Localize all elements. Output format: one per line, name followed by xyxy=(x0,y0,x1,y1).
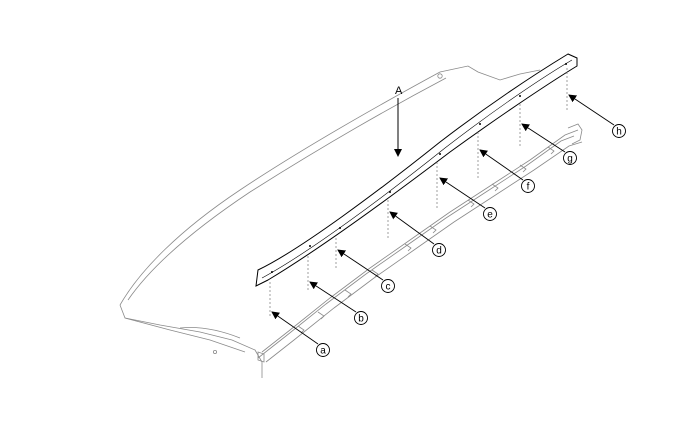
svg-text:b: b xyxy=(358,314,364,325)
svg-text:c: c xyxy=(386,282,391,293)
callout-d: d xyxy=(389,211,446,257)
label-a-group: A xyxy=(394,85,403,157)
callout-e: e xyxy=(439,177,497,221)
svg-text:h: h xyxy=(616,127,622,138)
callout-b: b xyxy=(309,281,368,325)
callout-c: c xyxy=(337,249,395,293)
callout-f: f xyxy=(479,149,535,193)
svg-text:e: e xyxy=(487,210,493,221)
svg-text:g: g xyxy=(567,154,573,165)
roof-moulding xyxy=(255,53,578,287)
svg-text:a: a xyxy=(320,346,326,357)
callout-a: a xyxy=(271,311,330,357)
svg-text:f: f xyxy=(527,182,530,193)
svg-text:d: d xyxy=(436,246,442,257)
roof-panel xyxy=(119,65,583,378)
alignment-lines xyxy=(269,68,568,318)
main-label: A xyxy=(395,85,403,97)
callout-g: g xyxy=(521,123,577,165)
callout-h: h xyxy=(568,94,626,138)
